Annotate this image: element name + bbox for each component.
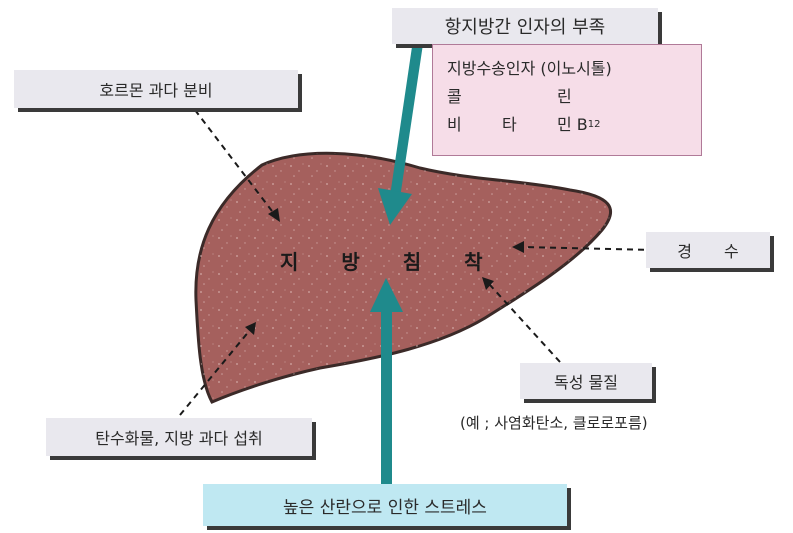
hormone-box: 호르몬 과다 분비 [14,70,298,108]
toxic-substance-box: 독성 물질 [520,363,652,399]
hard-water-box: 경 수 [646,232,770,268]
factor-item: 지방수송인자 (이노시톨) [447,55,687,83]
lipotropic-deficiency-box: 항지방간 인자의 부족 [392,8,658,44]
fatty-deposit-label: 지 방 침 착 [280,246,501,275]
factor-item: 콜 린 [447,83,687,111]
teal-arrow-bottom [370,278,403,490]
toxic-example: (예 ; 사염화탄소, 클로로포름) [460,412,648,433]
diet-box: 탄수화물, 지방 과다 섭취 [46,418,312,456]
toxic-arrow [490,285,560,362]
stress-box: 높은 산란으로 인한 스트레스 [203,484,567,526]
